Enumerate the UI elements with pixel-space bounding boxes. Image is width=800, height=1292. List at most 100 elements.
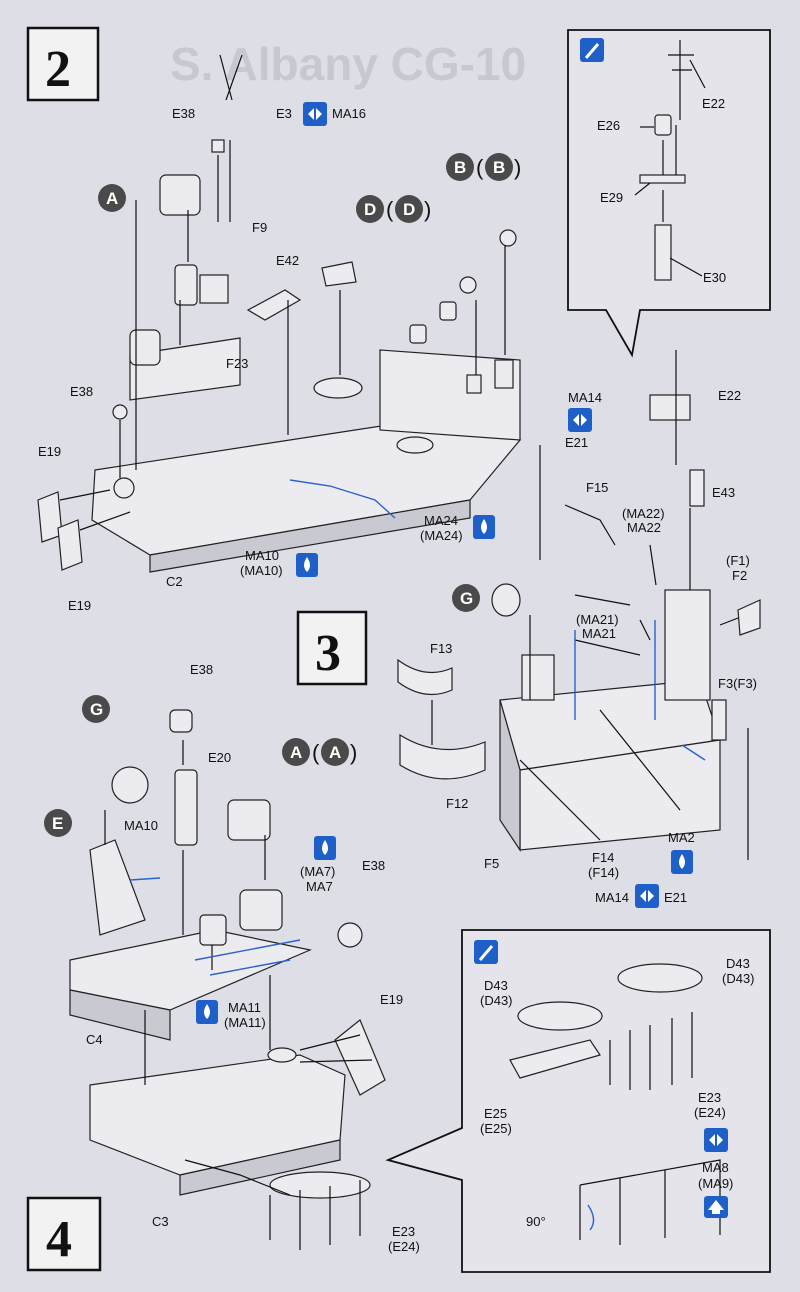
label-e21-top: E21 xyxy=(565,435,588,450)
label-d43-right: D43 xyxy=(726,956,750,971)
label-f2: F2 xyxy=(732,568,747,583)
label-ma11: MA11 xyxy=(228,1000,261,1015)
label-e19-top: E19 xyxy=(38,444,61,459)
label-f12: F12 xyxy=(446,796,468,811)
svg-text:(: ( xyxy=(476,155,484,180)
glue-drop-icon xyxy=(196,1000,218,1024)
label-d43-left: D43 xyxy=(484,978,508,993)
label-ma22-alt: (MA22) xyxy=(622,506,665,521)
label-e38-s4-right: E38 xyxy=(362,858,385,873)
label-ma7-alt: (MA7) xyxy=(300,864,335,879)
mirror-parts-icon xyxy=(635,884,659,908)
label-ma8: MA8 xyxy=(702,1160,729,1175)
label-ma10-s2-alt: (MA10) xyxy=(240,563,283,578)
paint-brush-icon xyxy=(580,38,604,62)
svg-text:B: B xyxy=(454,158,466,177)
svg-text:): ) xyxy=(350,740,357,765)
step-2-assembly: E3 MA16 E38 F9 E42 F23 E38 E19 E19 C2 MA… xyxy=(37,54,521,613)
step-3-assembly: MA14 E21 E22 F15 (MA22) MA22 E43 (F1) F2… xyxy=(397,350,761,908)
svg-text:): ) xyxy=(514,155,521,180)
label-e43: E43 xyxy=(712,485,735,500)
mirror-parts-icon xyxy=(568,408,592,432)
label-ma2: MA2 xyxy=(668,830,695,845)
svg-text:D: D xyxy=(364,200,376,219)
mast-inset-box: E22 E26 E29 E30 xyxy=(567,29,771,358)
label-d43-left-alt: (D43) xyxy=(480,993,513,1008)
label-e19-s4: E19 xyxy=(380,992,403,1007)
step-2-number: 2 xyxy=(45,41,71,98)
svg-text:G: G xyxy=(460,589,473,608)
step-2-box: 2 xyxy=(26,26,100,102)
paint-brush-icon xyxy=(474,940,498,964)
label-f9: F9 xyxy=(252,220,267,235)
callout-b-step2: B ( B ) xyxy=(446,153,521,181)
step-3-box: 3 xyxy=(296,610,368,686)
label-f14-alt: (F14) xyxy=(588,865,619,880)
label-f5: F5 xyxy=(484,856,499,871)
label-ma10-s2: MA10 xyxy=(245,548,279,563)
label-ma14-top: MA14 xyxy=(568,390,602,405)
label-e3: E3 xyxy=(276,106,292,121)
label-e38-s4-top: E38 xyxy=(190,662,213,677)
label-e19-bottom: E19 xyxy=(68,598,91,613)
label-e20: E20 xyxy=(208,750,231,765)
boat-inset-box: D43 (D43) D43 (D43) E25 (E25) E23 (E24) … xyxy=(385,929,771,1273)
step-4-number: 4 xyxy=(46,1211,72,1268)
label-f13: F13 xyxy=(430,641,452,656)
callout-d-step2: D ( D ) xyxy=(356,195,431,223)
callout-a-step4: A ( A ) xyxy=(282,738,357,766)
label-e24-s4: (E24) xyxy=(388,1239,420,1254)
svg-text:G: G xyxy=(90,700,103,719)
label-e38-top: E38 xyxy=(172,106,195,121)
label-e22-main: E22 xyxy=(718,388,741,403)
background-title: S. Albany CG-10 xyxy=(170,38,526,90)
callout-a-step2: A xyxy=(98,184,126,212)
svg-text:D: D xyxy=(403,200,415,219)
svg-text:E: E xyxy=(52,814,63,833)
label-c2: C2 xyxy=(166,574,183,589)
label-ma14-bottom: MA14 xyxy=(595,890,629,905)
glue-drop-icon xyxy=(314,836,336,860)
label-f23: F23 xyxy=(226,356,248,371)
svg-text:(: ( xyxy=(386,197,394,222)
label-d43-right-alt: (D43) xyxy=(722,971,755,986)
label-e23-s4: E23 xyxy=(392,1224,415,1239)
label-ma16: MA16 xyxy=(332,106,366,121)
callout-g-step3: G xyxy=(452,584,480,612)
glue-drop-icon xyxy=(671,850,693,874)
label-c3: C3 xyxy=(152,1214,169,1229)
svg-text:): ) xyxy=(424,197,431,222)
svg-text:(: ( xyxy=(312,740,320,765)
label-ma7: MA7 xyxy=(306,879,333,894)
direction-up-icon xyxy=(704,1196,728,1218)
label-ma24: MA24 xyxy=(424,513,458,528)
label-ma21-alt: (MA21) xyxy=(576,612,619,627)
step-4-assembly: E38 E20 MA10 (MA7) MA7 E38 C4 MA11 (MA11… xyxy=(44,662,420,1254)
svg-text:A: A xyxy=(290,743,302,762)
svg-text:A: A xyxy=(329,743,341,762)
label-e26: E26 xyxy=(597,118,620,133)
mirror-parts-icon xyxy=(303,102,327,126)
label-ma24-alt: (MA24) xyxy=(420,528,463,543)
step-3-number: 3 xyxy=(315,625,341,682)
step-4-box: 4 xyxy=(26,1196,102,1272)
label-ma9: (MA9) xyxy=(698,1176,733,1191)
label-e22-inset: E22 xyxy=(702,96,725,111)
label-e25: E25 xyxy=(484,1106,507,1121)
label-e23-inset: E23 xyxy=(698,1090,721,1105)
label-e21-bottom: E21 xyxy=(664,890,687,905)
label-f3: F3(F3) xyxy=(718,676,757,691)
svg-text:A: A xyxy=(106,189,118,208)
label-e29: E29 xyxy=(600,190,623,205)
mirror-parts-icon xyxy=(704,1128,728,1152)
label-f1-alt: (F1) xyxy=(726,553,750,568)
label-e24-inset: (E24) xyxy=(694,1105,726,1120)
label-ma11-alt: (MA11) xyxy=(224,1015,266,1030)
label-angle: 90° xyxy=(526,1214,546,1229)
glue-drop-icon xyxy=(296,553,318,577)
label-ma22: MA22 xyxy=(627,520,661,535)
label-f15: F15 xyxy=(586,480,608,495)
label-ma10-s4: MA10 xyxy=(124,818,158,833)
